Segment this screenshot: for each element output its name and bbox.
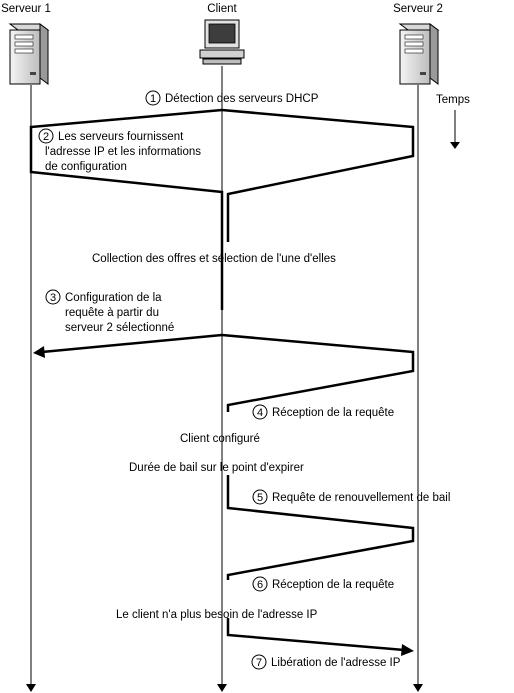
server1-label: Serveur 1 (1, 3, 51, 15)
server1-icon (8, 23, 50, 85)
step-4-label: Réception de la requête (272, 407, 394, 419)
note-collection: Collection des offres et sélection de l'… (92, 253, 336, 265)
time-label: Temps (436, 94, 470, 106)
step-2-number: 2 (43, 131, 49, 143)
step-5-label: Requête de renouvellement de bail (272, 492, 450, 504)
message-request-server2 (221, 333, 415, 412)
step-3-label-line3: serveur 2 sélectionné (65, 322, 174, 334)
step-3-label-line2: requête à partir du (65, 307, 159, 319)
message-renewal (226, 475, 415, 580)
step-6-number-circle (252, 576, 268, 592)
step-1-label: Détection des serveurs DHCP (165, 93, 319, 105)
step-7-label: Libération de l'adresse IP (271, 657, 401, 669)
client-label: Client (207, 3, 237, 15)
release-arrowhead (401, 644, 414, 656)
client-computer-icon (199, 19, 245, 65)
request-server1-arrowhead (33, 346, 45, 358)
server2-arrowhead (413, 684, 423, 692)
server1-arrowhead (26, 684, 36, 692)
step-5-number: 5 (257, 492, 263, 504)
step-2-label-line3: de configuration (45, 161, 127, 173)
message-request-server1 (41, 333, 223, 354)
step-3-label-line1: Configuration de la (65, 292, 162, 304)
client-arrowhead (217, 684, 227, 692)
step-4-number: 4 (257, 407, 263, 419)
note-no-longer-needs-ip: Le client n'a plus besoin de l'adresse I… (116, 609, 318, 621)
server2-label: Serveur 2 (393, 3, 443, 15)
step-3-number-circle (45, 289, 61, 305)
step-7-number-circle (251, 654, 267, 670)
time-arrowhead (450, 142, 460, 149)
note-client-configured: Client configuré (180, 433, 260, 445)
step-2-label-line2: l'adresse IP et les informations (45, 146, 201, 158)
step-5-number-circle (252, 489, 268, 505)
step-6-number: 6 (257, 579, 263, 591)
step-7-number: 7 (256, 657, 262, 669)
note-lease-expiring: Durée de bail sur le point d'expirer (129, 462, 304, 474)
message-discover-offer (29, 108, 415, 310)
message-release (226, 618, 405, 652)
step-6-label: Réception de la requête (272, 579, 394, 591)
step-3-number: 3 (50, 292, 56, 304)
step-1-number: 1 (150, 93, 156, 105)
step-2-label-line1: Les serveurs fournissent (58, 131, 184, 143)
step-2-number-circle (38, 128, 54, 144)
step-4-number-circle (252, 404, 268, 420)
step-1-number-circle (145, 90, 161, 106)
server2-icon (398, 23, 440, 85)
